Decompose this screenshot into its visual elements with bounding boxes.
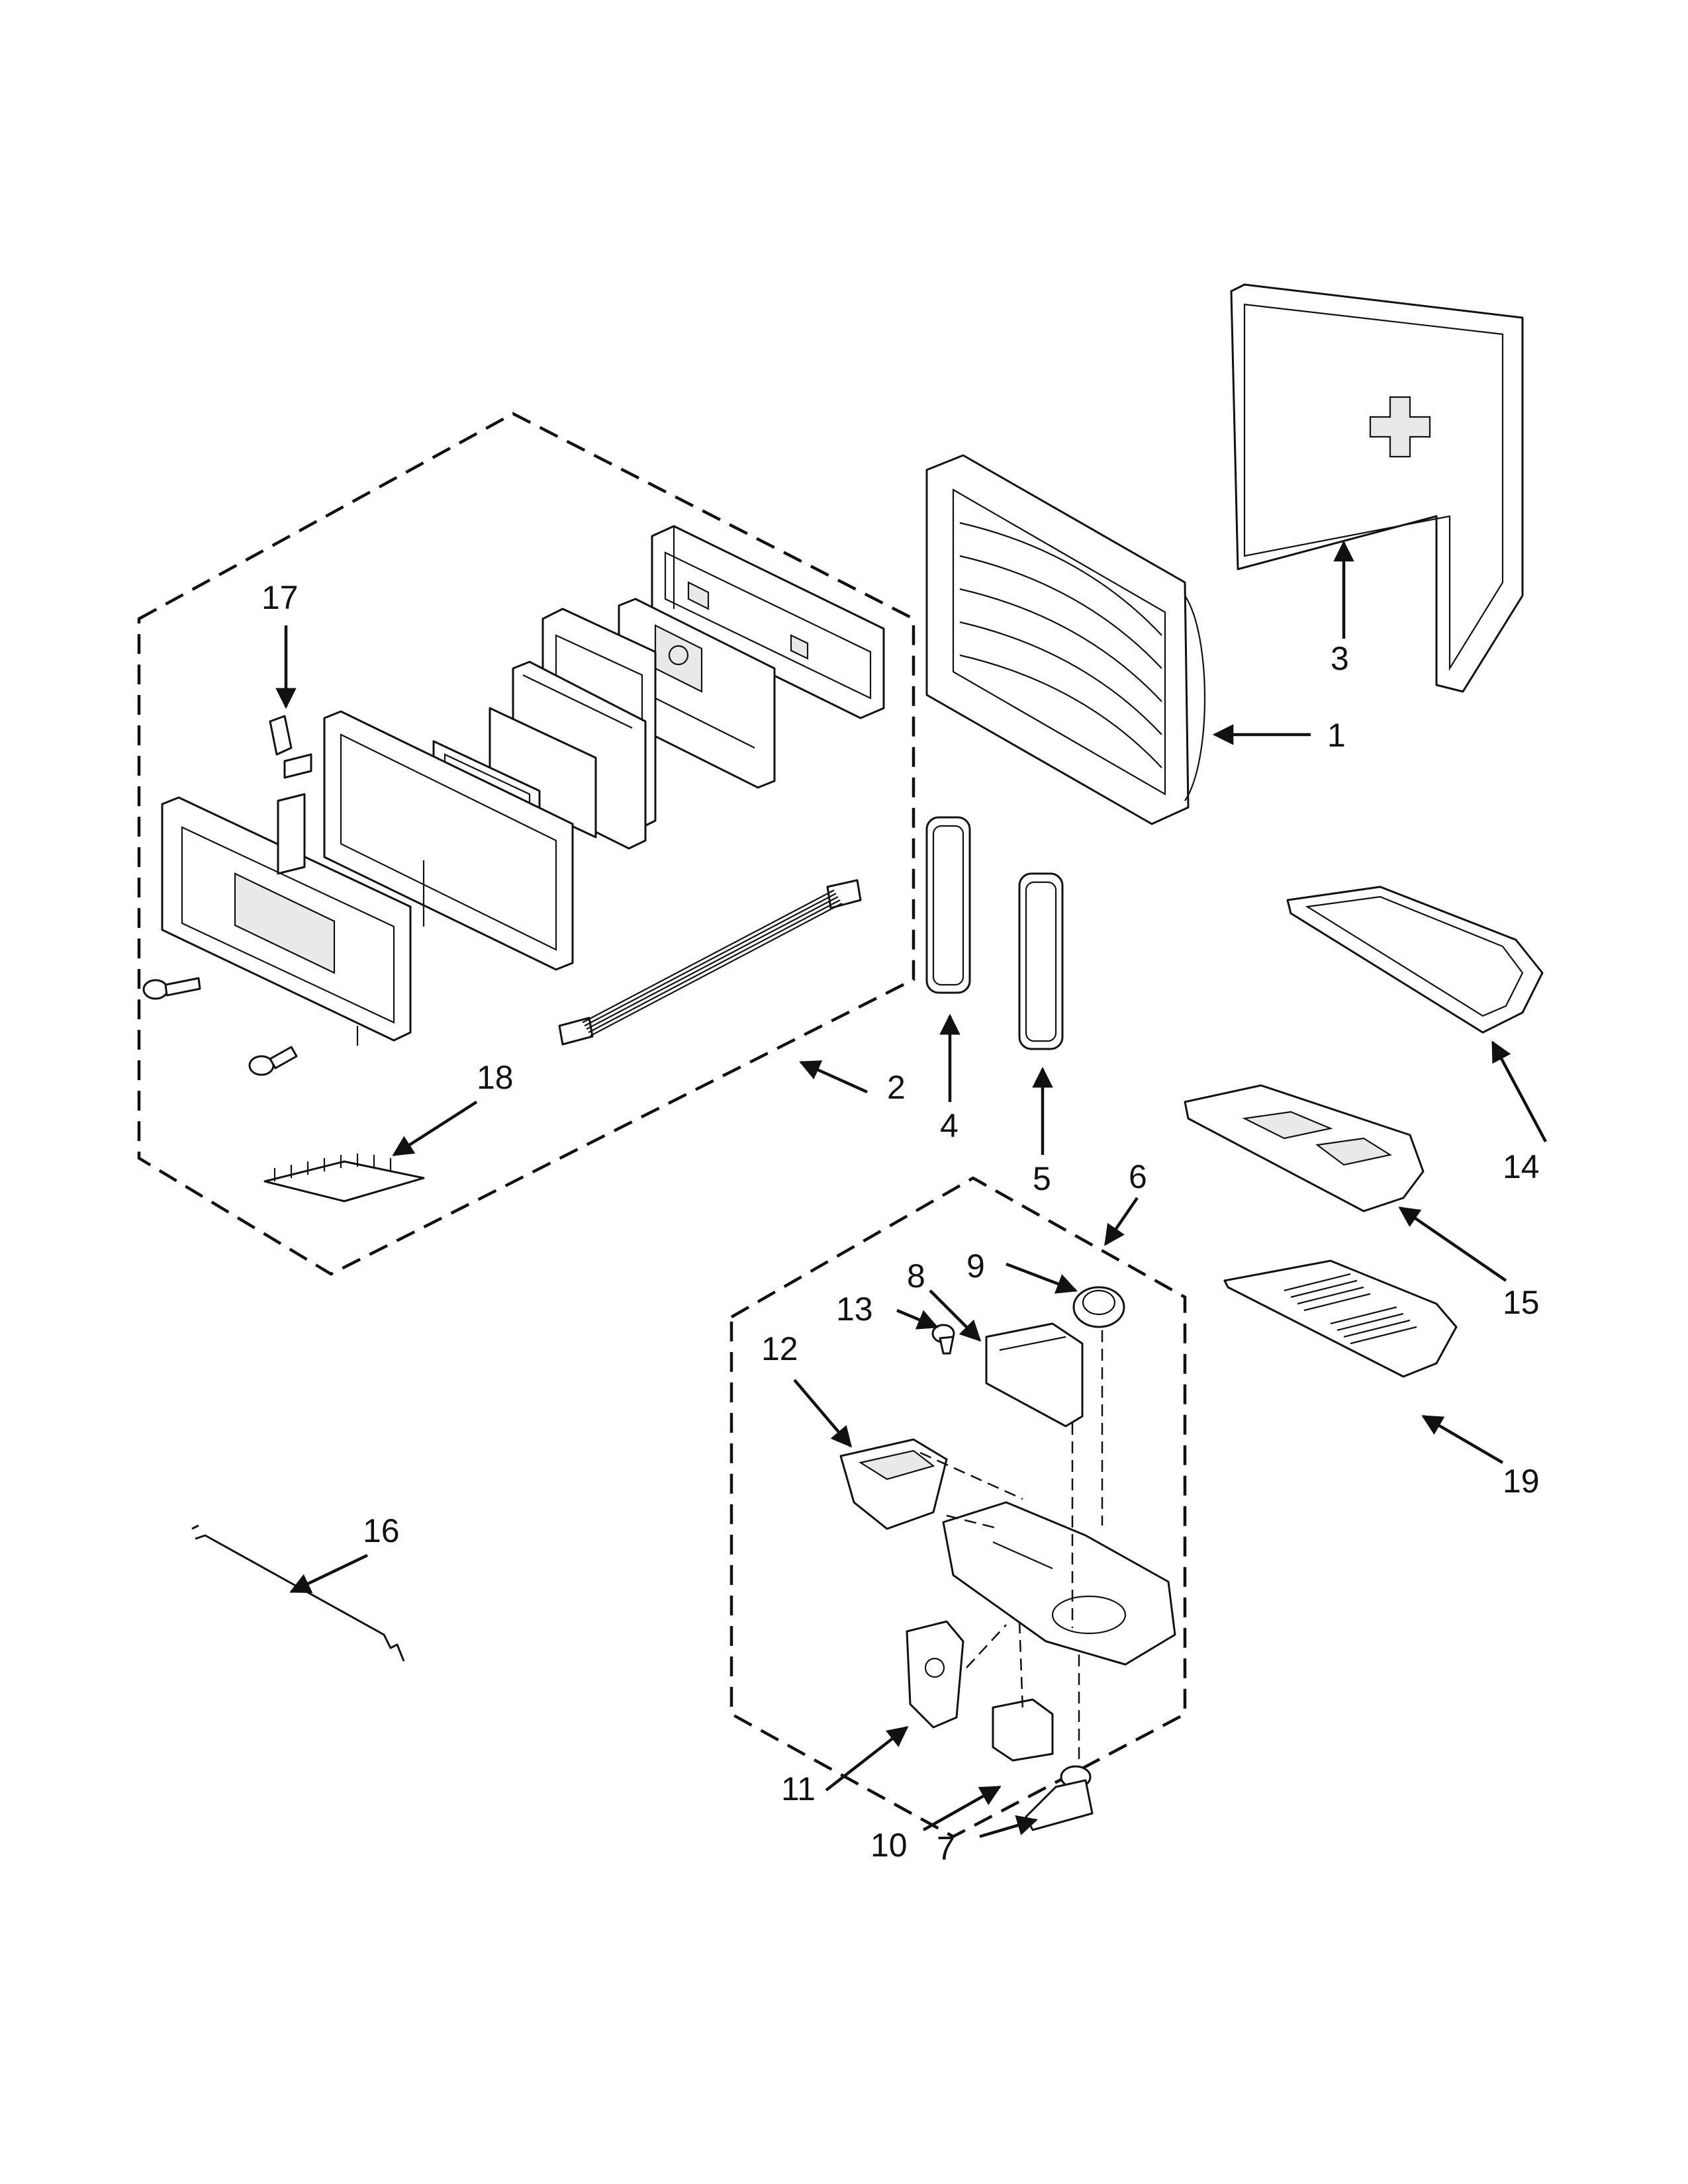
dispenser-cover-part-3 bbox=[1230, 283, 1524, 693]
rear-housing bbox=[651, 525, 885, 719]
callout-4: 4 bbox=[940, 1107, 959, 1144]
panel-bracket bbox=[277, 793, 306, 875]
dispenser-base bbox=[942, 1501, 1176, 1666]
tray-part-15 bbox=[1184, 1084, 1425, 1212]
part-16-rod bbox=[191, 1524, 405, 1662]
callout-8: 8 bbox=[907, 1257, 925, 1295]
assembly-guide-lines bbox=[919, 1330, 1103, 1767]
screw-upper bbox=[142, 977, 201, 1000]
part-8-bracket bbox=[985, 1322, 1084, 1428]
callout-6: 6 bbox=[1129, 1158, 1147, 1195]
callout-13: 13 bbox=[836, 1291, 873, 1328]
bezel-frame bbox=[323, 710, 574, 971]
front-panel bbox=[161, 796, 412, 1046]
callout-7: 7 bbox=[937, 1830, 955, 1867]
part-7-fitting bbox=[1025, 1765, 1094, 1831]
callout-3: 3 bbox=[1331, 640, 1349, 677]
callout-1: 1 bbox=[1327, 717, 1346, 754]
switch-part-17 bbox=[269, 715, 312, 779]
lcd-panel bbox=[489, 707, 597, 839]
wire-harness bbox=[558, 879, 862, 1046]
callout-11: 11 bbox=[781, 1770, 816, 1807]
seal-part-4 bbox=[925, 816, 971, 994]
control-panel-assembly-boundary bbox=[137, 412, 915, 1276]
seal-part-5 bbox=[1018, 872, 1064, 1050]
part-9-cap bbox=[1072, 1286, 1125, 1328]
ice-dispenser-assembly-boundary bbox=[729, 1176, 1187, 1839]
callout-2: 2 bbox=[887, 1069, 906, 1106]
part-13-screw bbox=[931, 1324, 955, 1355]
callout-18: 18 bbox=[477, 1059, 514, 1096]
screw-lower bbox=[248, 1046, 298, 1076]
drip-tray-part-14 bbox=[1286, 886, 1544, 1034]
callout-19: 19 bbox=[1503, 1463, 1540, 1500]
main-control-board bbox=[618, 598, 776, 789]
dispenser-housing-part-1 bbox=[925, 454, 1206, 825]
callout-5: 5 bbox=[1033, 1160, 1051, 1197]
callout-15: 15 bbox=[1503, 1284, 1540, 1321]
callout-9: 9 bbox=[966, 1248, 985, 1285]
callout-16: 16 bbox=[363, 1512, 400, 1549]
callout-17: 17 bbox=[261, 579, 299, 616]
callout-12: 12 bbox=[761, 1330, 798, 1367]
callout-10: 10 bbox=[870, 1827, 908, 1864]
part-10-switch bbox=[992, 1698, 1054, 1762]
part-12-chute bbox=[839, 1438, 948, 1530]
callout-14: 14 bbox=[1503, 1148, 1540, 1185]
grille-part-19 bbox=[1223, 1259, 1458, 1378]
leader-lines bbox=[275, 540, 1547, 1839]
connector-part-18 bbox=[263, 1154, 425, 1203]
part-11-paddle bbox=[906, 1620, 964, 1729]
